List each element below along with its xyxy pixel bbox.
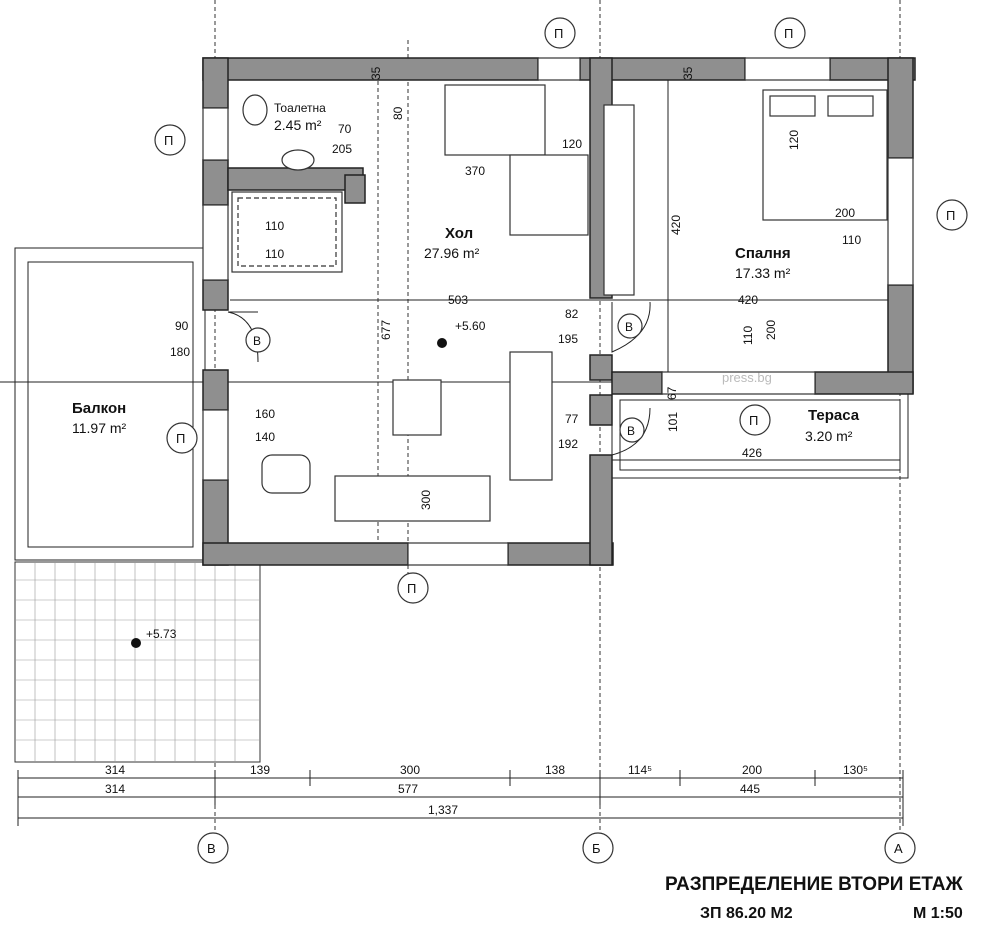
dim-row1-138: 138 [545, 763, 565, 777]
dim-90: 90 [175, 319, 189, 333]
dim-503: 503 [448, 293, 468, 307]
terrace-area: 3.20 m² [805, 428, 853, 444]
dim-180: 180 [170, 345, 190, 359]
dim-82: 82 [565, 307, 579, 321]
balcony-level: +5.73 [146, 627, 177, 641]
dim-row1-200: 200 [742, 763, 762, 777]
dim-110d: 110 [842, 233, 861, 247]
drawing-area: ЗП 86.20 М2 [700, 905, 793, 922]
axis-marker-a: А [894, 841, 903, 856]
dim-row1-314: 314 [105, 763, 125, 777]
dim-300: 300 [419, 490, 433, 510]
dim-row3-total: 1,337 [428, 803, 458, 817]
dim-205: 205 [332, 142, 352, 156]
door-markers: В В В [245, 313, 645, 443]
door-marker-label: В [253, 334, 261, 348]
dim-420a: 420 [669, 215, 683, 235]
drawing-title: РАЗПРЕДЕЛЕНИЕ ВТОРИ ЕТАЖ [665, 874, 963, 895]
axis-marker-b: Б [592, 841, 601, 856]
section-marker-label: П [407, 581, 416, 596]
table [392, 379, 442, 436]
dim-row2-577: 577 [398, 782, 418, 796]
section-marker-label: П [164, 133, 173, 148]
dim-70: 70 [338, 122, 352, 136]
stairs [444, 84, 546, 156]
section-marker-label: П [749, 413, 758, 428]
door-marker-label: В [627, 424, 635, 438]
dim-120b: 120 [787, 130, 801, 150]
inner-dimensions: 35 35 80 70 205 110 110 90 180 160 140 3… [170, 66, 900, 510]
dim-426: 426 [742, 446, 762, 460]
armchair [334, 475, 491, 522]
dim-row2-445: 445 [740, 782, 760, 796]
balcony-tiled-area [14, 561, 261, 763]
hall-level: +5.60 [455, 319, 486, 333]
toilet-name: Тоалетна [274, 101, 326, 115]
dim-420b: 420 [738, 293, 758, 307]
dim-35b: 35 [681, 66, 695, 80]
axis-marker-v: В [207, 841, 216, 856]
hall-area: 27.96 m² [424, 245, 480, 261]
sofa [509, 351, 553, 481]
section-markers: П П П П П П П [154, 17, 968, 604]
dim-row1-1145: 114⁵ [628, 763, 652, 777]
dim-80: 80 [391, 106, 405, 120]
dim-row2-314: 314 [105, 782, 125, 796]
sink [281, 149, 315, 171]
dim-77: 77 [565, 412, 579, 426]
section-marker-label: П [946, 208, 955, 223]
axis-markers: В Б А [197, 832, 916, 864]
dim-110b: 110 [265, 247, 284, 261]
section-marker-label: П [554, 26, 563, 41]
door-marker-label: В [625, 320, 633, 334]
dim-101: 101 [666, 412, 680, 432]
bottom-dimensions: 314 139 300 138 114⁵ 200 130⁵ 314 577 44… [17, 763, 904, 826]
dim-160: 160 [255, 407, 275, 421]
bedroom-name: Спалня [735, 245, 791, 262]
toilet-area: 2.45 m² [274, 117, 322, 133]
section-marker-label: П [784, 26, 793, 41]
dim-200a: 200 [764, 320, 778, 340]
dim-120a: 120 [562, 137, 582, 151]
dim-140: 140 [255, 430, 275, 444]
windows [202, 57, 914, 566]
drawing-scale: М 1:50 [913, 905, 963, 922]
bathtub [261, 454, 311, 494]
terrace-name: Тераса [808, 407, 860, 424]
watermark: press.bg [722, 370, 772, 385]
dim-370: 370 [465, 164, 485, 178]
dim-110a: 110 [265, 219, 284, 233]
wardrobe [603, 104, 635, 296]
toilet-bowl [242, 94, 268, 126]
level-marker-hall [437, 338, 447, 348]
hall-name: Хол [445, 225, 473, 242]
dim-67: 67 [665, 386, 679, 400]
bedroom-area: 17.33 m² [735, 265, 791, 281]
balcony [14, 247, 261, 763]
dim-195: 195 [558, 332, 578, 346]
balcony-area: 11.97 m² [72, 420, 127, 436]
dim-110c: 110 [741, 326, 755, 345]
dim-row1-1305: 130⁵ [843, 763, 868, 777]
dim-row1-139: 139 [250, 763, 270, 777]
level-marker-balcony [131, 638, 141, 648]
balcony-name: Балкон [72, 400, 126, 417]
dim-35a: 35 [369, 66, 383, 80]
dim-200b: 200 [835, 206, 855, 220]
dim-677: 677 [379, 320, 393, 340]
dim-192: 192 [558, 437, 578, 451]
furniture [231, 84, 888, 522]
dim-row1-300: 300 [400, 763, 420, 777]
section-marker-label: П [176, 431, 185, 446]
